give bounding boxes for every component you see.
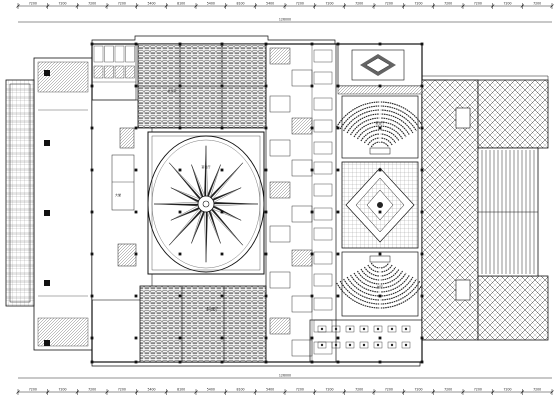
bottom-dimension-label: 5400: [147, 388, 155, 392]
bottom-dimension-label: 7200: [29, 388, 37, 392]
central-atrium: [341, 161, 419, 249]
room-label: 前厅: [377, 284, 383, 289]
top-dimension-label: 5400: [147, 2, 155, 6]
room-label: 大堂: [115, 192, 121, 197]
bottom-dimension-label: 7200: [414, 388, 422, 392]
right-terrace: [421, 75, 549, 341]
bottom-dimension-label: 8100: [177, 388, 185, 392]
bottom-dimension-label: 7200: [444, 388, 452, 392]
top-dimension-label: 7200: [474, 2, 482, 6]
bottom-dimension-label: 7200: [474, 388, 482, 392]
bottom-dimension-label: 7200: [533, 388, 541, 392]
top-dimension-label: 7200: [533, 2, 541, 6]
top-dimension-label: 7200: [58, 2, 66, 6]
bottom-dimension-line: 7200 7200 7200 7200 5400 8100 5400 8100 5400 7200…: [16, 374, 554, 395]
lower-right-lounge: [309, 319, 423, 363]
lower-lecture-hall: [336, 251, 424, 317]
service-core: [265, 43, 337, 363]
room-label: 报告厅: [375, 120, 384, 125]
room-label: 会议室: [167, 88, 176, 93]
bottom-dimension-label: 7200: [88, 388, 96, 392]
top-dimension-line: 7200 7200 7200 7200 5400 8100 5400 8100 5400 7200…: [16, 2, 554, 23]
top-dimension-label: 7200: [296, 2, 304, 6]
lower-seating-block: [139, 285, 267, 363]
top-total-dimension: 126000: [279, 18, 291, 22]
top-dimension-label: 7200: [385, 2, 393, 6]
bottom-dimension-label: 7200: [118, 388, 126, 392]
top-dimension-label: 5400: [266, 2, 274, 6]
structural-columns: [90, 42, 424, 364]
top-dimension-label: 7200: [355, 2, 363, 6]
left-entrance-canopy: [5, 57, 93, 351]
top-dimension-label: 7200: [414, 2, 422, 6]
room-label: 多功能厅: [206, 306, 218, 311]
top-dimension-label: 5400: [207, 2, 215, 6]
bottom-dimension-label: 7200: [355, 388, 363, 392]
bottom-dimension-label: 8100: [236, 388, 244, 392]
top-dimension-label: 7200: [444, 2, 452, 6]
top-dimension-label: 7200: [118, 2, 126, 6]
compass-rosette: [153, 145, 259, 263]
top-dimension-label: 7200: [88, 2, 96, 6]
bottom-dimension-label: 7200: [503, 388, 511, 392]
bottom-dimension-label: 5400: [266, 388, 274, 392]
bottom-dimension-label: 7200: [58, 388, 66, 392]
top-dimension-label: 7200: [503, 2, 511, 6]
room-label: 宴会厅: [201, 164, 210, 169]
bottom-dimension-label: 7200: [325, 388, 333, 392]
top-dimension-label: 8100: [236, 2, 244, 6]
upper-right-rooms: [337, 43, 423, 95]
bottom-total-dimension: 126000: [279, 374, 291, 378]
top-dimension-label: 7200: [325, 2, 333, 6]
central-ballroom: [147, 131, 265, 275]
upper-seating-block: [137, 43, 267, 129]
bottom-dimension-label: 7200: [296, 388, 304, 392]
top-dimension-label: 8100: [177, 2, 185, 6]
bottom-dimension-label: 5400: [207, 388, 215, 392]
top-service-rooms: [91, 43, 137, 101]
lobby-area: [91, 99, 153, 301]
bottom-dimension-label: 7200: [385, 388, 393, 392]
top-dimension-label: 7200: [29, 2, 37, 6]
